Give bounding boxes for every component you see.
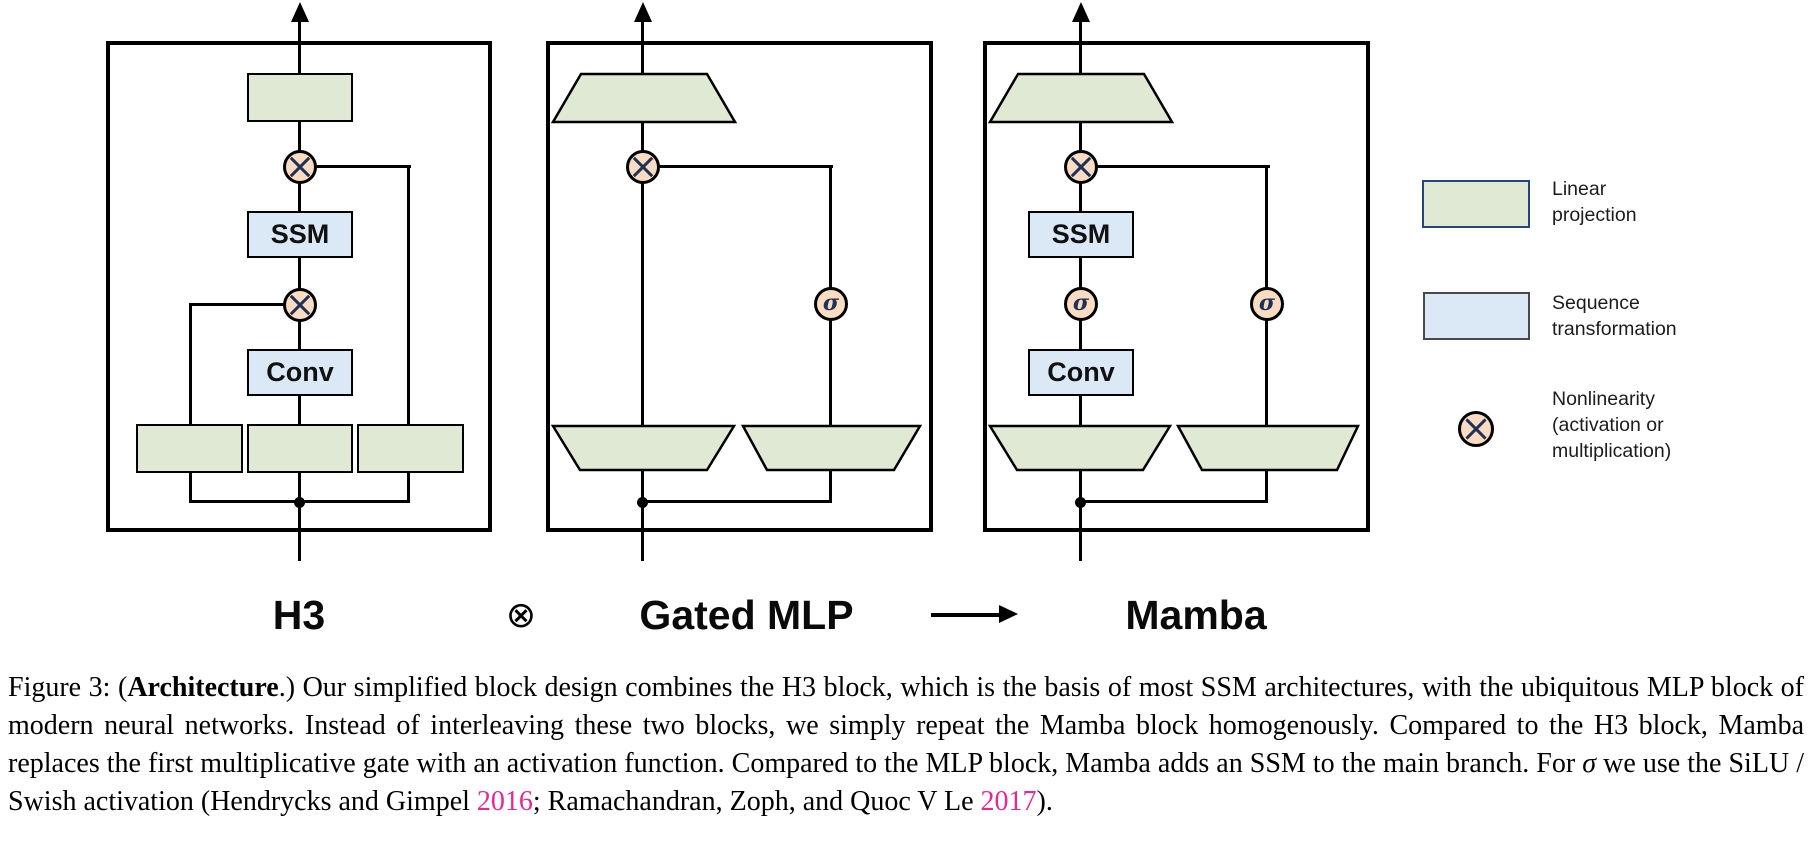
sigma-label: σ: [1258, 290, 1276, 316]
connector-line: [298, 183, 301, 212]
linear-projection-box: [247, 73, 353, 122]
output-arrow-line: [1079, 18, 1082, 74]
output-arrowhead-icon: [634, 2, 652, 22]
branch-dot: [1075, 497, 1086, 508]
citation-link[interactable]: 2016: [476, 786, 533, 817]
branch-dot: [637, 497, 648, 508]
caption-text: Figure 3: (: [8, 672, 128, 703]
linear-projection-box: [136, 424, 243, 473]
connector-line: [407, 165, 410, 425]
linear-projection-box: [247, 424, 353, 473]
connector-line: [1079, 257, 1082, 289]
connector-line: [641, 121, 644, 151]
legend-label: Sequence transformation: [1552, 292, 1677, 340]
connector-line: [1079, 500, 1268, 503]
figure-caption: Figure 3: (Architecture.) Our simplified…: [8, 669, 1804, 821]
ssm-box: SSM: [247, 211, 353, 258]
connector-line: [298, 395, 301, 425]
caption-text: σ: [1582, 748, 1597, 779]
sequence-transformation-swatch: [1423, 292, 1530, 340]
connector-line: [1079, 319, 1082, 351]
connector-line: [298, 121, 301, 151]
connector-line: [189, 303, 192, 425]
conv-label: Conv: [266, 357, 334, 387]
caption-text: we use the SiLU / Swish activation (Hend…: [8, 748, 1805, 817]
ssm-label: SSM: [1051, 219, 1111, 249]
connector-line: [189, 303, 285, 306]
gated-mlp-block-label: Gated MLP: [639, 592, 854, 638]
caption-text: ; Ramachandran, Zoph, and Quoc V Le: [532, 786, 981, 817]
citation-link[interactable]: 2017: [980, 786, 1037, 817]
connector-line: [829, 319, 832, 426]
sigma-label: σ: [1072, 290, 1090, 316]
conv-box: Conv: [247, 349, 353, 396]
linear-projection-swatch: [1422, 180, 1530, 228]
mamba-outer-box: [983, 41, 1370, 532]
conv-box: Conv: [1028, 349, 1134, 396]
legend-label: Linear projection: [1552, 178, 1637, 226]
nonlinearity-icon: [1458, 411, 1494, 447]
connector-line: [1265, 470, 1268, 503]
output-arrowhead-icon: [291, 2, 309, 22]
output-arrow-line: [298, 18, 301, 74]
caption-text: Architecture: [127, 672, 279, 703]
caption-text: .) Our simplified block design combines …: [8, 672, 1804, 779]
connector-line: [641, 183, 644, 426]
up-projection-trapezoid: [740, 424, 923, 472]
connector-line: [1079, 395, 1082, 426]
connector-line: [189, 472, 192, 503]
sigma-activation-icon: σ: [1250, 287, 1284, 321]
connector-line: [829, 165, 832, 289]
connector-line: [1265, 319, 1268, 426]
sigma-activation-icon: σ: [814, 287, 848, 321]
caption-text: ).: [1036, 786, 1053, 817]
multiply-icon: [1064, 150, 1098, 184]
sigma-activation-icon: σ: [1064, 287, 1098, 321]
connector-line: [1096, 165, 1270, 168]
branch-dot: [294, 497, 305, 508]
connector-line: [641, 500, 832, 503]
h3-block-label: H3: [272, 592, 326, 638]
gated-mlp-outer-box: [546, 41, 933, 532]
multiply-icon: [626, 150, 660, 184]
conv-label: Conv: [1047, 357, 1115, 387]
ssm-box: SSM: [1028, 211, 1134, 258]
output-arrowhead-icon: [1072, 2, 1090, 22]
connector-line: [298, 257, 301, 289]
connector-line: [829, 470, 832, 503]
up-projection-trapezoid: [550, 424, 737, 472]
connector-line: [1265, 165, 1268, 289]
sigma-label: σ: [822, 290, 840, 316]
compose-operator-symbol: ⊗: [505, 595, 537, 636]
ssm-label: SSM: [270, 219, 330, 249]
up-projection-trapezoid: [987, 424, 1173, 472]
connector-line: [298, 321, 301, 351]
input-line: [1079, 470, 1082, 561]
down-projection-trapezoid: [987, 72, 1175, 124]
mamba-block-label: Mamba: [1125, 592, 1267, 638]
up-projection-trapezoid: [1175, 424, 1360, 472]
down-projection-trapezoid: [550, 72, 738, 124]
linear-projection-box: [357, 424, 464, 473]
multiply-icon: [283, 288, 317, 322]
input-line: [298, 472, 301, 561]
connector-line: [315, 165, 411, 168]
connector-line: [1079, 121, 1082, 151]
input-line: [641, 470, 644, 561]
legend-label: Nonlinearity (activation or multiplicati…: [1552, 388, 1672, 462]
multiply-icon: [283, 150, 317, 184]
output-arrow-line: [641, 18, 644, 74]
connector-line: [407, 472, 410, 503]
connector-line: [1079, 183, 1082, 212]
connector-line: [658, 165, 833, 168]
